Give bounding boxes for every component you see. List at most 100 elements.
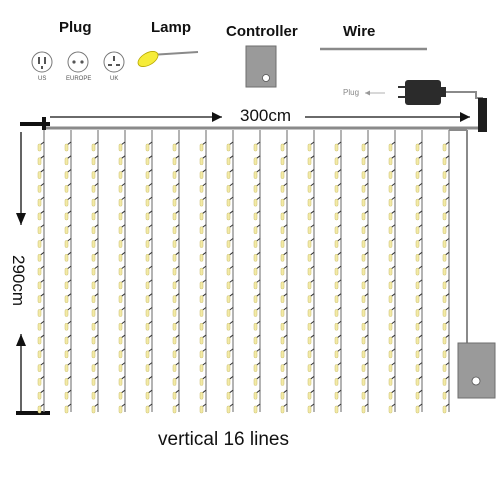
- lamp: [280, 348, 288, 359]
- lamp: [172, 362, 180, 372]
- lamp: [64, 334, 72, 345]
- lamp: [64, 307, 72, 317]
- lamp: [388, 224, 396, 234]
- lamp: [145, 389, 153, 400]
- light-strand: [253, 130, 261, 414]
- lamp: [118, 210, 126, 221]
- lamp: [334, 251, 342, 262]
- lamp: [253, 293, 261, 303]
- plug-icon: [398, 80, 446, 105]
- lamp: [334, 403, 342, 414]
- lamp: [37, 155, 45, 166]
- lamp: [280, 141, 288, 152]
- lamp: [388, 238, 396, 248]
- lamp: [199, 238, 207, 248]
- lamp: [361, 224, 369, 234]
- lamp: [334, 196, 342, 207]
- lamp: [91, 141, 99, 152]
- lamp: [226, 403, 234, 414]
- lamp: [37, 348, 45, 359]
- lamp: [442, 169, 450, 179]
- lamp: [91, 238, 99, 248]
- wire-legend-title: Wire: [343, 23, 375, 40]
- lamp: [64, 403, 72, 414]
- lamp: [118, 376, 126, 386]
- uk-plug-label: UK: [110, 76, 118, 82]
- lamp: [253, 403, 261, 414]
- lamp: [388, 210, 396, 221]
- lamp: [199, 224, 207, 234]
- lamp: [307, 376, 315, 386]
- lamp: [37, 293, 45, 303]
- lamp: [145, 224, 153, 234]
- lamp: [118, 155, 126, 166]
- lamp: [442, 155, 450, 166]
- lamp: [199, 320, 207, 331]
- lamp: [442, 362, 450, 372]
- rail-end-cap: [478, 98, 487, 132]
- lamp: [37, 182, 45, 193]
- lamp: [64, 210, 72, 221]
- lamp: [280, 224, 288, 234]
- lamp: [388, 376, 396, 386]
- lamp: [91, 224, 99, 234]
- lamp: [361, 251, 369, 262]
- lamp: [280, 155, 288, 166]
- lamp: [442, 279, 450, 290]
- lamp: [307, 334, 315, 345]
- lamp: [91, 334, 99, 345]
- controller-button-icon: [471, 376, 481, 386]
- lamp: [361, 182, 369, 193]
- lamp: [415, 210, 423, 221]
- lamp: [388, 251, 396, 262]
- lamp: [307, 238, 315, 248]
- lamp: [172, 196, 180, 207]
- lamp: [442, 348, 450, 359]
- lamp: [226, 155, 234, 166]
- lamp: [388, 348, 396, 359]
- lamp: [442, 320, 450, 331]
- lamp: [37, 279, 45, 290]
- lamp: [118, 141, 126, 152]
- lamp-legend-title: Lamp: [151, 19, 191, 36]
- lamp: [253, 182, 261, 193]
- lamp: [388, 155, 396, 166]
- lamp: [226, 141, 234, 152]
- lamp: [118, 348, 126, 359]
- lamp: [334, 141, 342, 152]
- lamp: [307, 182, 315, 193]
- lamp: [361, 155, 369, 166]
- lamp: [91, 403, 99, 414]
- lamp: [145, 238, 153, 248]
- lamp: [226, 279, 234, 290]
- lamp: [307, 251, 315, 262]
- light-strand: [388, 130, 396, 414]
- lamp: [37, 265, 45, 276]
- lamp: [172, 210, 180, 221]
- light-strands: [37, 130, 450, 414]
- lamp: [415, 279, 423, 290]
- lamp: [415, 376, 423, 386]
- lamp: [361, 362, 369, 372]
- lamp: [172, 141, 180, 152]
- lamp: [307, 307, 315, 317]
- lamp: [361, 279, 369, 290]
- lamp: [145, 251, 153, 262]
- lamp: [199, 196, 207, 207]
- lamp: [280, 320, 288, 331]
- lamp: [64, 182, 72, 193]
- lamp: [37, 141, 45, 152]
- lamp: [334, 279, 342, 290]
- lamp: [334, 224, 342, 234]
- lamp-legend-icon: [137, 51, 199, 67]
- lamp: [172, 238, 180, 248]
- lamp: [361, 238, 369, 248]
- lamp: [280, 362, 288, 372]
- lamp: [37, 376, 45, 386]
- lamp: [280, 182, 288, 193]
- lamp: [118, 293, 126, 303]
- lamp: [334, 307, 342, 317]
- lamp: [307, 141, 315, 152]
- lamp: [415, 182, 423, 193]
- lamp: [37, 238, 45, 248]
